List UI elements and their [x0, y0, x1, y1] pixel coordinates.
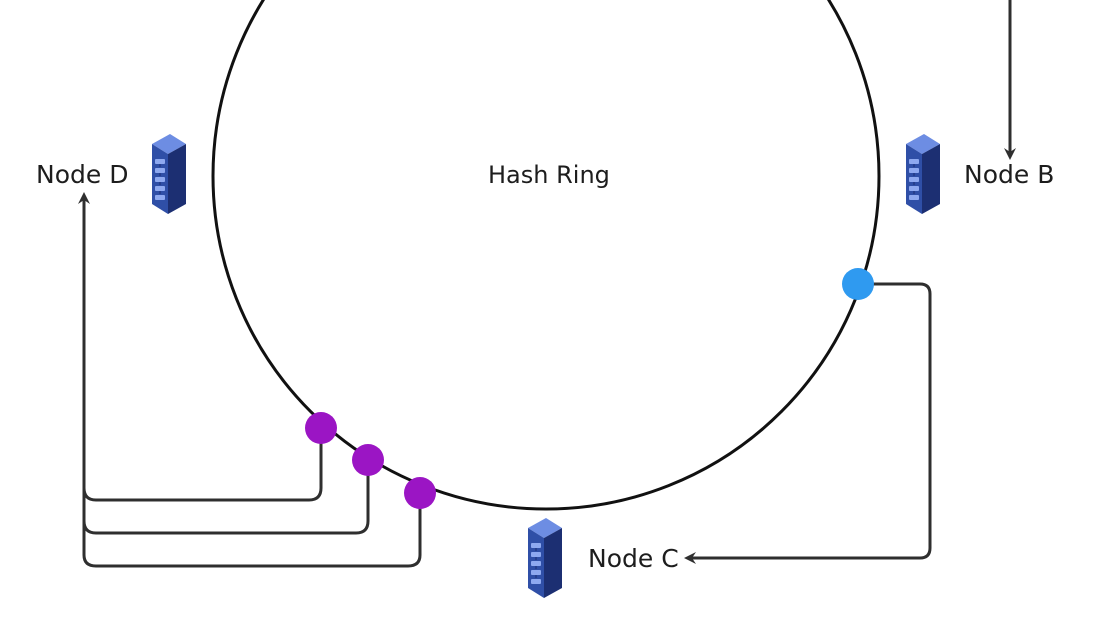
server-rack-icon: [527, 518, 563, 598]
key-point-blue: [842, 268, 874, 300]
arrow-to-node-d-3: [82, 198, 422, 568]
node-c-label: Node C: [588, 544, 679, 573]
key-point-purple-1: [305, 412, 337, 444]
hash-ring-circle: [211, 0, 881, 511]
ring-label: Hash Ring: [488, 161, 610, 189]
node-d-label: Node D: [36, 160, 129, 189]
arrow-to-node-d-1: [78, 192, 323, 502]
arrow-to-node-d-2: [82, 198, 370, 535]
server-rack-icon: [151, 134, 187, 214]
key-point-purple-3: [404, 477, 436, 509]
arrow-to-node-c: [684, 282, 932, 564]
node-b-label: Node B: [964, 160, 1055, 189]
key-point-purple-2: [352, 444, 384, 476]
server-rack-icon: [905, 134, 941, 214]
